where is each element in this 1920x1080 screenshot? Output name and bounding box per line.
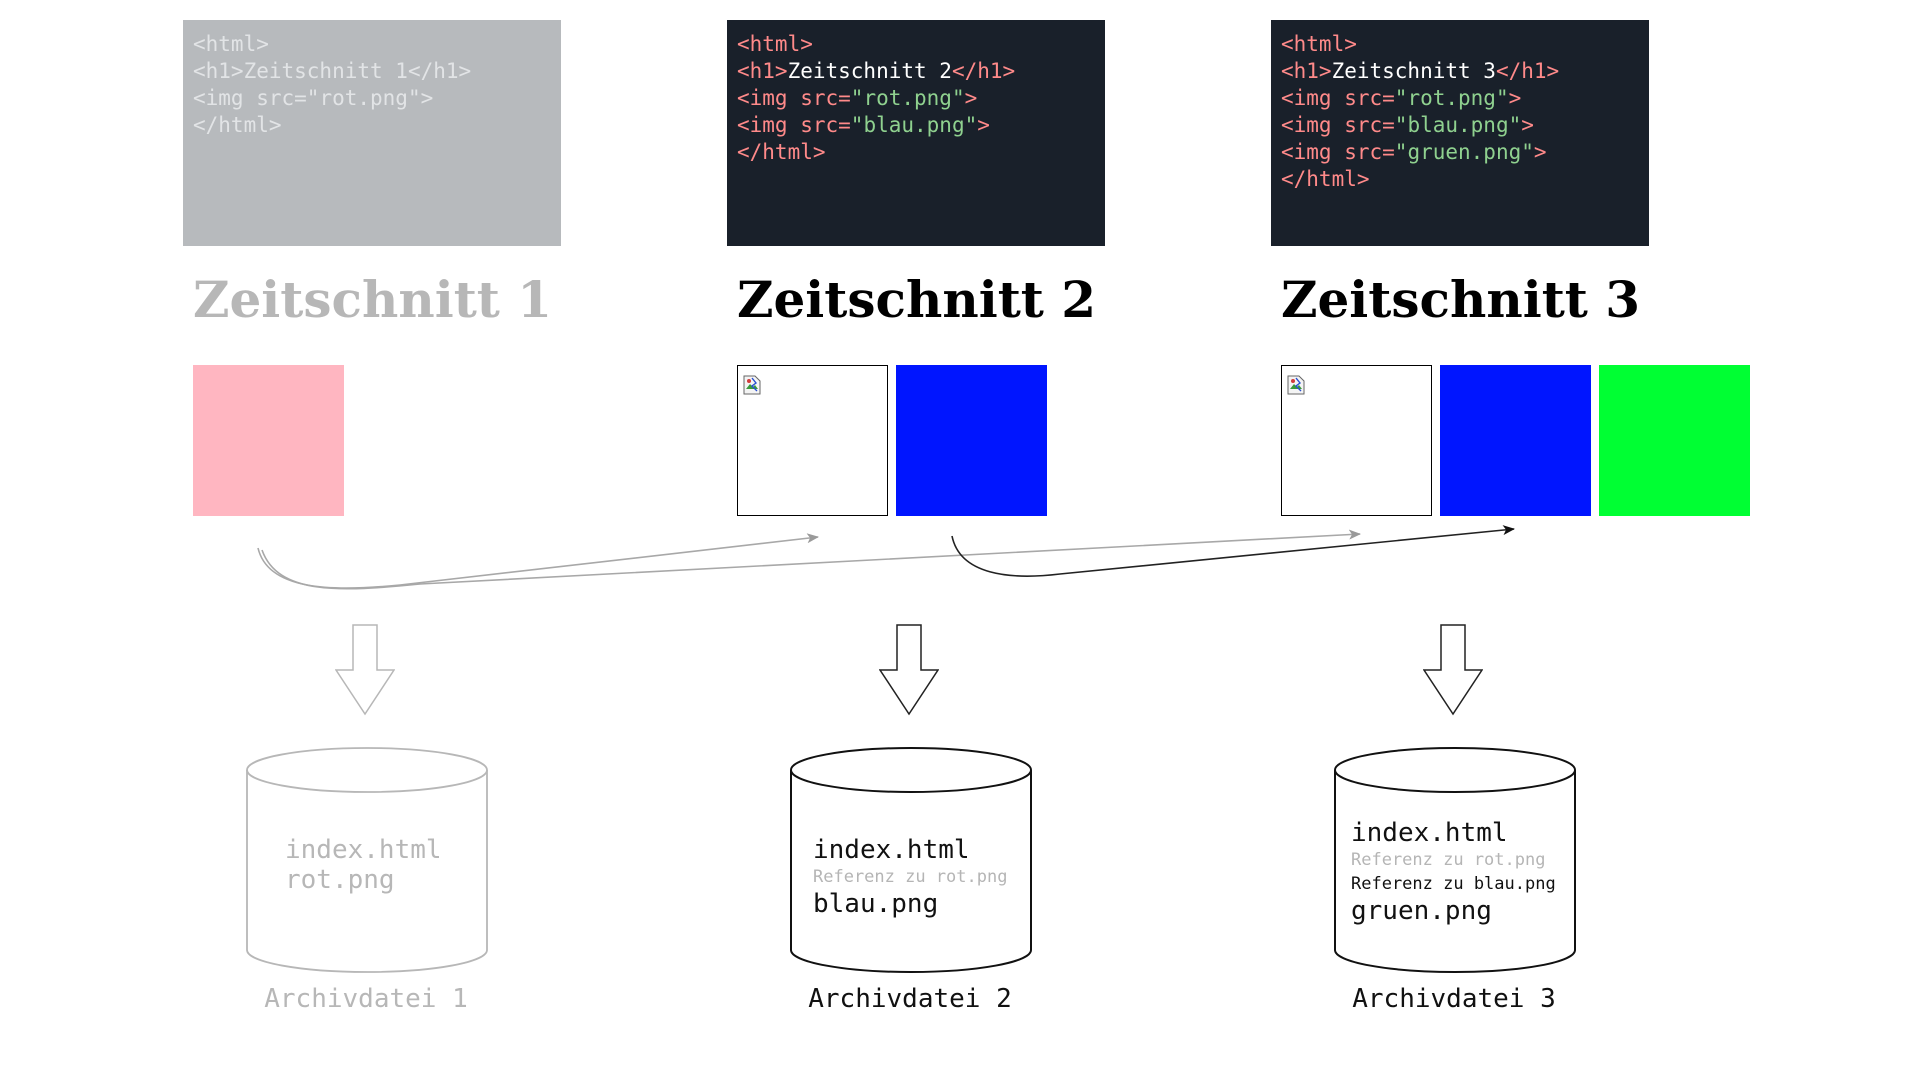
code-line: <img src="blau.png"> (737, 112, 1095, 139)
code-token: </html> (193, 113, 282, 137)
code-token: "rot.png" (306, 86, 421, 110)
code-line: <h1>Zeitschnitt 1</h1> (193, 58, 551, 85)
code-token: <img src= (1281, 86, 1395, 110)
code-line: <img src="gruen.png"> (1281, 139, 1639, 166)
code-token: > (1508, 86, 1522, 110)
snapshot-title-1: Zeitschnitt 1 (193, 270, 553, 329)
archive-3-line-3: Referenz zu blau.png (1351, 874, 1556, 894)
database-cylinder-icon (1334, 747, 1576, 973)
archive-2-line-3: blau.png (813, 889, 939, 919)
code-token: <h1> (193, 59, 244, 83)
image-rot (193, 365, 344, 516)
database-cylinder-icon (246, 747, 488, 973)
broken-image-rot (737, 365, 888, 516)
code-token: <h1> (1281, 59, 1332, 83)
archive-contents-1: index.html rot.png (285, 835, 525, 895)
code-token: <h1> (737, 59, 788, 83)
code-token: > (964, 86, 978, 110)
code-token: </html> (1281, 167, 1370, 191)
code-line: <h1>Zeitschnitt 2</h1> (737, 58, 1095, 85)
code-token: > (1533, 140, 1547, 164)
code-token: </h1> (407, 59, 472, 83)
archive-1-line-1: index.html (285, 835, 442, 865)
code-token: Zeitschnitt 2 (787, 59, 952, 83)
code-block-3: <html><h1>Zeitschnitt 3</h1><img src="ro… (1271, 20, 1649, 246)
code-token: "gruen.png" (1394, 140, 1534, 164)
archive-2-line-1: index.html (813, 835, 970, 865)
code-line: <img src="blau.png"> (1281, 112, 1639, 139)
code-token: <html> (737, 32, 813, 56)
code-token: </h1> (1495, 59, 1560, 83)
code-token: "rot.png" (850, 86, 965, 110)
code-token: "blau.png" (850, 113, 978, 137)
snapshot-title-3: Zeitschnitt 3 (1281, 270, 1641, 329)
archive-contents-3: index.html Referenz zu rot.png Referenz … (1351, 818, 1591, 926)
code-token: </h1> (951, 59, 1016, 83)
code-line: <html> (737, 31, 1095, 58)
connector-rot-to-snapshot-3 (261, 529, 1361, 590)
code-line: <img src="rot.png"> (737, 85, 1095, 112)
code-token: "rot.png" (1394, 86, 1509, 110)
code-token: "blau.png" (1394, 113, 1522, 137)
down-arrow-icon (879, 624, 939, 716)
code-token: > (977, 113, 990, 137)
down-arrow-icon (335, 624, 395, 716)
snapshot-3: <html><h1>Zeitschnitt 3</h1><img src="ro… (1271, 0, 1831, 1080)
code-token: Zeitschnitt 1 (243, 59, 408, 83)
image-blau (896, 365, 1047, 516)
archive-1-line-2: rot.png (285, 865, 395, 895)
code-line: <img src="rot.png"> (193, 85, 551, 112)
image-gruen (1599, 365, 1750, 516)
image-blau (1440, 365, 1591, 516)
archive-contents-2: index.html Referenz zu rot.png blau.png (813, 835, 1053, 919)
code-token: <html> (193, 32, 269, 56)
connector-blau-to-snapshot-3 (951, 525, 1515, 577)
snapshot-title-2: Zeitschnitt 2 (737, 270, 1097, 329)
code-line: <h1>Zeitschnitt 3</h1> (1281, 58, 1639, 85)
code-token: > (420, 86, 434, 110)
code-line: </html> (193, 112, 551, 139)
broken-image-rot (1281, 365, 1432, 516)
archive-3-line-2: Referenz zu rot.png (1351, 850, 1546, 870)
database-cylinder-icon (790, 747, 1032, 973)
code-token: <html> (1281, 32, 1357, 56)
down-arrow-icon (1423, 624, 1483, 716)
archive-caption-1: Archivdatei 1 (264, 984, 468, 1014)
code-line: <html> (1281, 31, 1639, 58)
archive-caption-2: Archivdatei 2 (808, 984, 1012, 1014)
code-line: </html> (1281, 166, 1639, 193)
code-token: <img src= (737, 113, 851, 137)
code-block-1: <html><h1>Zeitschnitt 1</h1><img src="ro… (183, 20, 561, 246)
archive-3-line-1: index.html (1351, 818, 1508, 848)
code-line: </html> (737, 139, 1095, 166)
code-token: <img src= (193, 86, 307, 110)
code-line: <img src="rot.png"> (1281, 85, 1639, 112)
archive-2-line-2: Referenz zu rot.png (813, 867, 1008, 887)
code-token: <img src= (1281, 140, 1395, 164)
broken-image-icon (743, 375, 761, 395)
code-token: > (1521, 113, 1534, 137)
code-token: Zeitschnitt 3 (1331, 59, 1496, 83)
code-token: <img src= (737, 86, 851, 110)
broken-image-icon (1287, 375, 1305, 395)
code-line: <html> (193, 31, 551, 58)
archive-caption-3: Archivdatei 3 (1352, 984, 1556, 1014)
code-block-2: <html><h1>Zeitschnitt 2</h1><img src="ro… (727, 20, 1105, 246)
snapshot-2: <html><h1>Zeitschnitt 2</h1><img src="ro… (727, 0, 1287, 1080)
code-token: </html> (737, 140, 826, 164)
archive-3-line-4: gruen.png (1351, 896, 1492, 926)
code-token: <img src= (1281, 113, 1395, 137)
snapshot-1: <html><h1>Zeitschnitt 1</h1><img src="ro… (183, 0, 743, 1080)
